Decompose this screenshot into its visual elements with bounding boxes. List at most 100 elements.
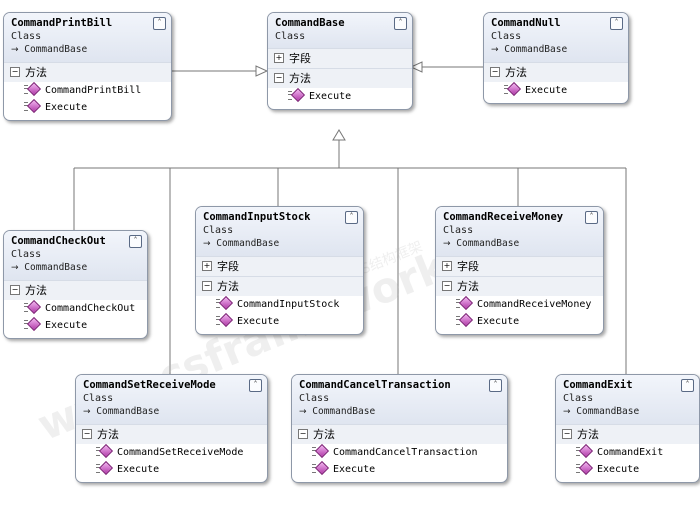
method-item[interactable]: Execute (4, 316, 147, 334)
expand-section-icon[interactable]: + (442, 261, 452, 271)
section-padding (4, 334, 147, 338)
method-item[interactable]: CommandInputStock (196, 295, 363, 313)
method-item[interactable]: CommandCheckOut (4, 299, 147, 317)
method-item[interactable]: CommandSetReceiveMode (76, 443, 267, 461)
method-item[interactable]: Execute (4, 98, 171, 116)
method-item[interactable]: Execute (196, 312, 363, 330)
method-icon-lines (312, 447, 316, 456)
chevron-up-icon[interactable]: ˄ (249, 379, 262, 392)
chevron-up-icon[interactable]: ˄ (489, 379, 502, 392)
method-icon-cube (26, 299, 42, 315)
collapse-section-icon[interactable]: − (10, 285, 20, 295)
inherits-arrow-icon: → (83, 407, 91, 417)
collapse-section-icon[interactable]: − (10, 67, 20, 77)
method-icon-lines (24, 102, 28, 111)
chevron-up-icon[interactable]: ˄ (345, 211, 358, 224)
class-stereotype: Class (11, 31, 42, 42)
method-icon-cube (218, 295, 234, 311)
collapse-section-icon[interactable]: − (298, 429, 308, 439)
method-item[interactable]: CommandPrintBill (4, 81, 171, 99)
method-item[interactable]: Execute (268, 87, 412, 105)
method-icon-cube (506, 81, 522, 97)
method-icon-lines (216, 299, 220, 308)
method-icon-cube (98, 443, 114, 459)
method-name: CommandCheckOut (45, 303, 136, 314)
section-header[interactable]: −方法 (268, 68, 412, 88)
section-header[interactable]: +字段 (268, 48, 412, 68)
method-item[interactable]: Execute (436, 312, 603, 330)
method-icon-cube (26, 98, 42, 114)
section-header[interactable]: −方法 (76, 424, 267, 444)
section-label: 方法 (217, 280, 239, 293)
inherits-arrow-icon: → (443, 239, 451, 249)
method-icon (504, 81, 522, 97)
method-icon-lines (24, 85, 28, 94)
method-name: Execute (597, 464, 640, 475)
method-item[interactable]: CommandCancelTransaction (292, 443, 507, 461)
section-header[interactable]: −方法 (556, 424, 699, 444)
class-name: CommandExit (563, 379, 633, 391)
section-padding (436, 330, 603, 334)
section-label: 方法 (577, 428, 599, 441)
chevron-up-icon[interactable]: ˄ (394, 17, 407, 30)
method-item[interactable]: Execute (76, 460, 267, 478)
section-header[interactable]: −方法 (436, 276, 603, 296)
method-name: Execute (477, 316, 520, 327)
section-header[interactable]: −方法 (484, 62, 628, 82)
method-icon-lines (96, 464, 100, 473)
collapse-section-icon[interactable]: − (82, 429, 92, 439)
inheritance-arrowhead-left (255, 65, 269, 77)
method-icon-lines (456, 299, 460, 308)
collapse-section-icon[interactable]: − (442, 281, 452, 291)
expand-section-icon[interactable]: + (274, 53, 284, 63)
section-header[interactable]: −方法 (4, 280, 147, 300)
chevron-up-icon[interactable]: ˄ (585, 211, 598, 224)
method-icon (576, 460, 594, 476)
method-icon-lines (576, 447, 580, 456)
chevron-up-icon[interactable]: ˄ (153, 17, 166, 30)
collapse-section-icon[interactable]: − (274, 73, 284, 83)
section-header[interactable]: −方法 (196, 276, 363, 296)
base-class-name: CommandBase (210, 238, 280, 249)
inherits-arrow-icon: → (563, 407, 571, 417)
section-header[interactable]: +字段 (436, 256, 603, 276)
method-icon (24, 299, 42, 315)
method-item[interactable]: Execute (556, 460, 699, 478)
method-item[interactable]: Execute (484, 81, 628, 99)
chevron-up-icon[interactable]: ˄ (610, 17, 623, 30)
class-stereotype: Class (275, 31, 306, 42)
collapse-section-icon[interactable]: − (202, 281, 212, 291)
method-name: CommandReceiveMoney (477, 299, 592, 310)
chevron-up-icon[interactable]: ˄ (129, 235, 142, 248)
method-icon (456, 295, 474, 311)
expand-section-icon[interactable]: + (202, 261, 212, 271)
base-class-label: → CommandBase (11, 43, 165, 57)
method-item[interactable]: CommandReceiveMoney (436, 295, 603, 313)
method-name: Execute (237, 316, 280, 327)
method-icon (24, 316, 42, 332)
method-item[interactable]: Execute (292, 460, 507, 478)
section-header[interactable]: −方法 (4, 62, 171, 82)
collapse-section-icon[interactable]: − (490, 67, 500, 77)
base-class-name: CommandBase (18, 262, 88, 273)
collapse-section-icon[interactable]: − (562, 429, 572, 439)
method-item[interactable]: CommandExit (556, 443, 699, 461)
section-header[interactable]: −方法 (292, 424, 507, 444)
section-header[interactable]: + 字段 (196, 256, 363, 276)
chevron-up-icon[interactable]: ˄ (681, 379, 694, 392)
section-label: 字段 (217, 260, 239, 273)
method-icon-lines (24, 303, 28, 312)
